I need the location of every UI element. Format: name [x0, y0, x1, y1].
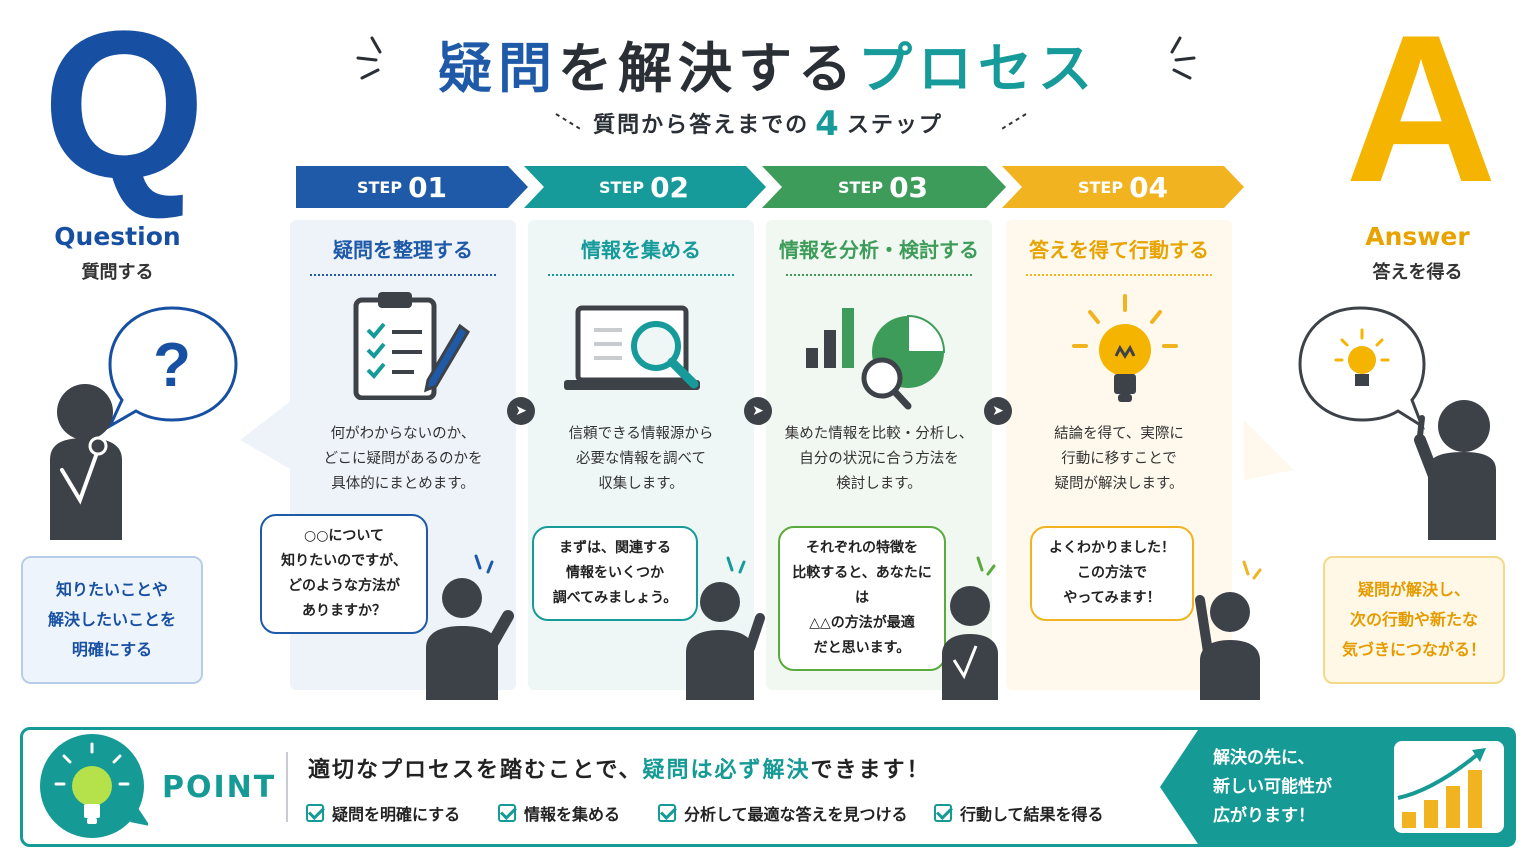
- point-check-2: 情報を集める: [498, 801, 620, 825]
- sparkle-right-icon: [1170, 36, 1196, 80]
- person-icon: [686, 556, 765, 700]
- checkbox-icon: [306, 804, 324, 822]
- checkbox-icon: [934, 804, 952, 822]
- chart-analysis-icon: [806, 308, 946, 410]
- step-title-3: 情報を分析・検討する: [779, 238, 979, 262]
- step-divider-3: [786, 274, 972, 276]
- question-icon: ?: [153, 331, 191, 400]
- clipboard-check-icon: [353, 292, 470, 400]
- step-title-4: 答えを得て行動する: [1029, 238, 1209, 262]
- speech-bubble-2: まずは、関連する情報をいくつか調べてみましょう。: [532, 526, 698, 621]
- speech-bubble-3: それぞれの特徴を比較すると、あなたには△△の方法が最適だと思います。: [778, 526, 946, 671]
- step-title-2: 情報を集める: [581, 238, 701, 262]
- connector-right: [1244, 420, 1294, 480]
- step-desc-4: 結論を得て、実際に行動に移すことで疑問が解決します。: [1054, 426, 1184, 492]
- lightbulb-icon: [1072, 294, 1178, 402]
- answer-sub: 答えを得る: [1372, 262, 1463, 283]
- question-sub: 質問する: [81, 262, 154, 283]
- point-right-message: 解決の先に、 新しい可能性が 広がります！: [1213, 748, 1332, 826]
- thinking-person-icon: ?: [50, 306, 238, 540]
- answer-label: Answer: [1365, 222, 1470, 251]
- chevron-right-icon: ➤: [507, 397, 535, 425]
- answer-letter: A: [1345, 0, 1497, 226]
- laptop-search-icon: [564, 305, 700, 390]
- step-chevrons: [296, 166, 1244, 208]
- point-label: POINT: [162, 770, 277, 805]
- question-summary-box: 知りたいことや 解決したいことを 明確にする: [21, 556, 203, 684]
- person-icon: [942, 556, 998, 700]
- step-divider-2: [548, 274, 734, 276]
- speech-bubble-4: よくわかりました！この方法でやってみます！: [1030, 526, 1194, 621]
- sparkle-left-icon: [356, 36, 382, 80]
- dash-right-icon: [999, 113, 1027, 131]
- point-check-3: 分析して最適な答えを見つける: [658, 801, 908, 825]
- lightbulb-icon: [40, 734, 148, 838]
- person-icon: [1195, 560, 1262, 700]
- checkbox-icon: [498, 804, 516, 822]
- page-title: 疑問を解決するプロセス: [438, 37, 1098, 100]
- chevron-right-icon: ➤: [984, 397, 1012, 425]
- growth-chart-icon: [1397, 748, 1486, 828]
- chevron-right-icon: ➤: [744, 397, 772, 425]
- step-desc-3: 集めた情報を比較・分析し、自分の状況に合う方法を検討します。: [784, 426, 974, 492]
- question-label: Question: [54, 222, 181, 251]
- point-message: 適切なプロセスを踏むことで、疑問は必ず解決できます！: [308, 758, 931, 783]
- step-title-1: 疑問を整理する: [333, 238, 473, 262]
- connector-left: [240, 400, 292, 470]
- person-icon: [426, 554, 514, 700]
- point-check-1: 疑問を明確にする: [306, 801, 460, 825]
- step-divider-1: [310, 274, 496, 276]
- step-desc-1: 何がわからないのか、どこに疑問があるのかを具体的にまとめます。: [323, 426, 483, 492]
- point-check-4: 行動して結果を得る: [934, 801, 1104, 825]
- point-divider: [286, 752, 288, 822]
- answer-summary-box: 疑問が解決し、 次の行動や新たな 気づきにつながる！: [1323, 556, 1505, 684]
- idea-person-icon: [1298, 306, 1496, 540]
- speech-bubble-1: ○○について知りたいのですが、どのような方法がありますか？: [260, 514, 428, 634]
- dash-left-icon: [555, 113, 583, 131]
- checkbox-icon: [658, 804, 676, 822]
- step-divider-4: [1026, 274, 1212, 276]
- step-desc-2: 信頼できる情報源から必要な情報を調べて収集します。: [568, 426, 714, 492]
- question-letter: Q: [42, 0, 206, 222]
